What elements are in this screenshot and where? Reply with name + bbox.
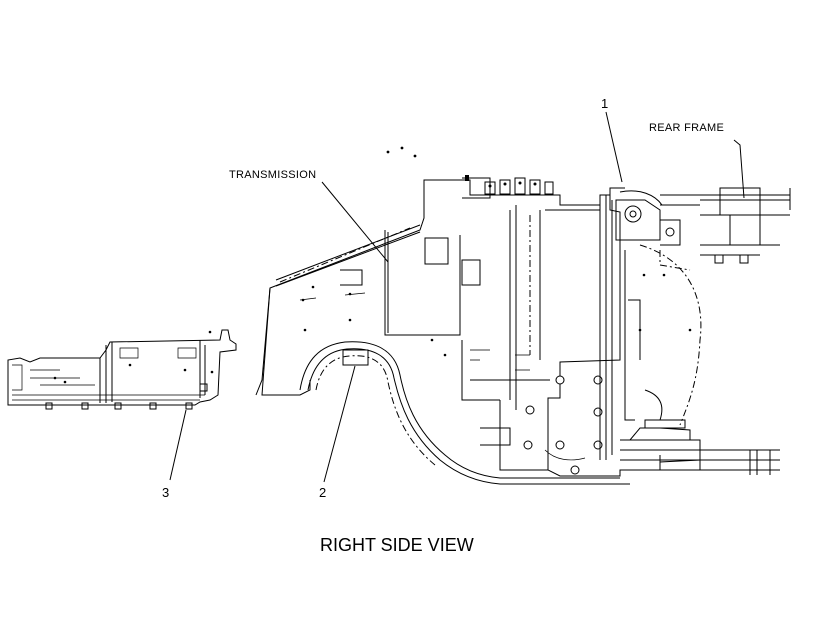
callout-3: 3: [162, 485, 169, 500]
label-rear-frame: REAR FRAME: [649, 122, 724, 134]
callout-1: 1: [601, 96, 608, 111]
label-transmission: TRANSMISSION: [229, 169, 316, 181]
name-plate: [342, 349, 369, 366]
leader-line-1: [605, 111, 623, 183]
top-fittings: [462, 175, 554, 199]
callout-2: 2: [319, 485, 326, 500]
rear-frame: [599, 187, 791, 475]
leader-line-3: [169, 409, 187, 481]
transmission-housing: [255, 146, 701, 485]
leader-line-rear-frame: [733, 139, 745, 199]
leader-line-transmission: [321, 181, 389, 263]
view-title: RIGHT SIDE VIEW: [320, 535, 474, 555]
detail-view-3: [7, 329, 237, 481]
leader-line-2: [323, 365, 356, 483]
